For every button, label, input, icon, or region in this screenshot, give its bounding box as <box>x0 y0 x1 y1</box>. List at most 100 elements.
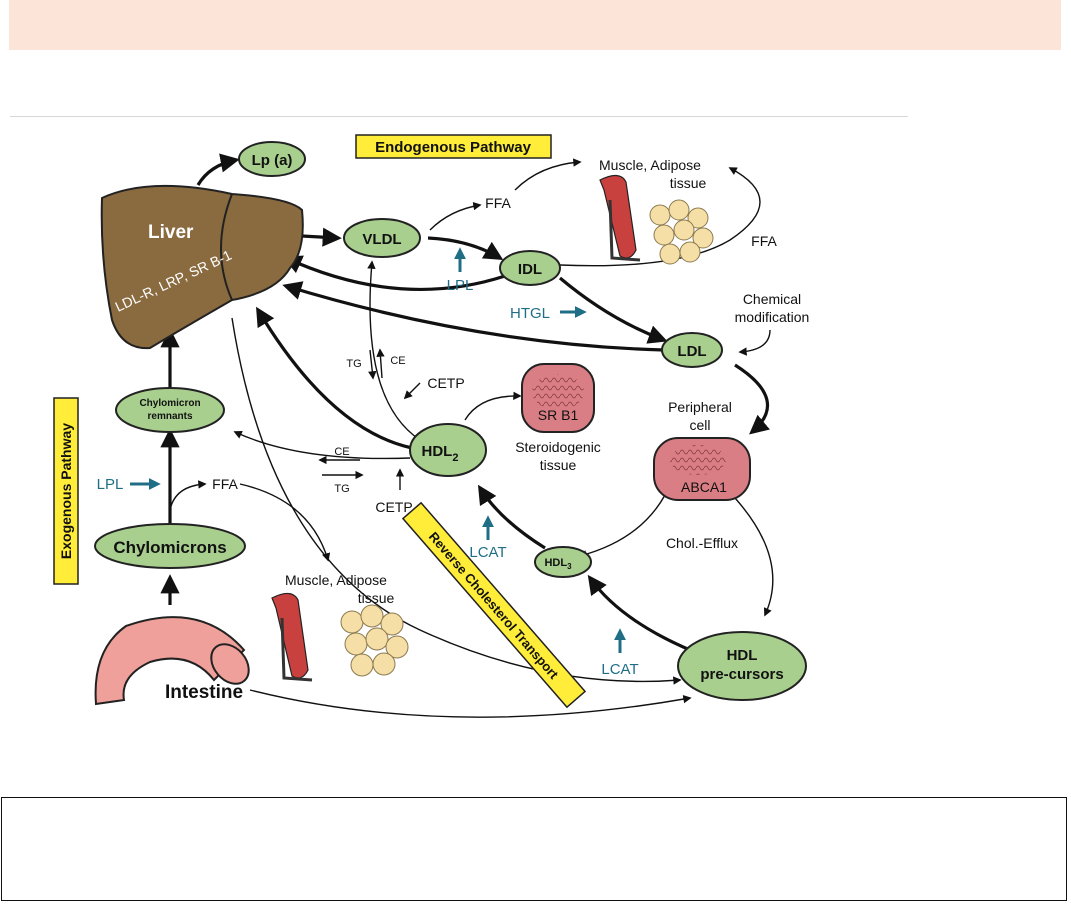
ce-upper-label: CE <box>390 355 405 367</box>
cetp-lower-label: CETP <box>375 499 412 515</box>
reverse-cholesterol-badge: Reverse Cholesterol Transport <box>401 501 587 709</box>
lpl-left-label: LPL <box>97 476 124 493</box>
muscle-adipose-bottom-line1: Muscle, Adipose <box>285 572 387 588</box>
arrow-cetp-upper <box>403 382 421 400</box>
lcat-lower-label: LCAT <box>601 661 638 678</box>
arrow-hdl2-to-sr-b1 <box>464 391 522 421</box>
intestine: Intestine <box>94 616 250 706</box>
lpl-top-label: LPL <box>447 277 474 294</box>
endogenous-pathway-label: Endogenous Pathway <box>375 139 532 156</box>
hdl2-label: HDL <box>422 443 453 460</box>
chylomicrons-label: Chylomicrons <box>113 538 226 557</box>
arrow-hdl2-vldl <box>367 260 421 441</box>
chylomicrons-node: Chylomicrons <box>94 523 246 569</box>
muscle-adipose-top-line1: Muscle, Adipose <box>599 157 701 173</box>
intestine-shape <box>94 616 246 706</box>
peripheral-cell-line1: Peripheral <box>668 399 732 415</box>
divider-line <box>10 116 908 117</box>
arrow-peripheral-to-hdl3 <box>578 494 666 559</box>
enzyme-arrows <box>130 247 626 653</box>
muscle-adipose-bottom-line2: tissue <box>358 590 395 606</box>
idl-label: IDL <box>518 261 542 278</box>
arrow-vldl-to-ffa <box>429 201 482 231</box>
sr-b1-cell: SR B1 Steroidogenic tissue <box>515 363 601 473</box>
hdl2-subscript: 2 <box>452 452 458 464</box>
hdl-precursors-line1: HDL <box>727 647 758 664</box>
exogenous-pathway-badge: Exogenous Pathway <box>53 397 79 585</box>
arrow-liver-to-lpa <box>196 153 240 186</box>
arrow-intestine-to-precursors <box>249 689 692 718</box>
ffa-bottom: FFA <box>212 476 238 492</box>
arrow-hdl2-to-liver <box>256 306 413 450</box>
arrow-ce-up <box>376 348 385 379</box>
arrow-chylo-to-ffa <box>169 480 207 511</box>
intestine-label: Intestine <box>165 682 243 703</box>
arrow-chemical-to-ldl <box>738 329 771 356</box>
text-labels: FFA FFA FFA LPL LPL HTGL Chemical modifi… <box>97 195 810 678</box>
chylomicron-remnants-line1: Chylomicron <box>139 398 200 409</box>
idl-node: IDL <box>499 250 561 286</box>
tg-lower-label: TG <box>334 483 349 495</box>
lpa-label: Lp (a) <box>252 152 293 169</box>
arrow-idl-ffa-muscle <box>559 167 761 267</box>
arrow-ldl-to-peripheral <box>734 363 770 435</box>
chemical-modification-line1: Chemical <box>743 291 801 307</box>
muscle-adipose-top-line2: tissue <box>670 175 707 191</box>
arrow-liver-to-precursors <box>231 317 682 685</box>
steroidogenic-line2: tissue <box>540 457 577 473</box>
chol-efflux-label: Chol.-Efflux <box>666 535 738 551</box>
adipose-icon-top <box>649 199 714 265</box>
hdl2-node: HDL2 <box>409 423 487 477</box>
svg-text:HDL2: HDL2 <box>422 443 459 464</box>
sr-b1-label: SR B1 <box>538 407 579 423</box>
ffa-top-left: FFA <box>485 195 511 211</box>
top-banner <box>9 0 1061 50</box>
arrow-tg-down <box>368 349 377 380</box>
arrow-hdl2-to-remnants <box>233 430 411 460</box>
muscle-adipose-bottom: Muscle, Adipose tissue <box>271 572 409 682</box>
adipose-icon-bottom <box>340 604 409 677</box>
hdl3-node: HDL3 <box>534 546 592 578</box>
cetp-upper-label: CETP <box>427 375 464 391</box>
lcat-upper-label: LCAT <box>469 544 506 561</box>
arrow-idl-to-liver <box>282 255 506 292</box>
peripheral-cell-line2: cell <box>689 417 710 433</box>
arrow-liver-to-vldl <box>301 227 342 247</box>
hdl-precursors-node: HDL pre-cursors <box>677 631 807 701</box>
vldl-label: VLDL <box>362 231 401 248</box>
arrow-ffa-to-muscle-top <box>514 158 582 191</box>
thin-arrows <box>169 158 774 718</box>
chylomicron-remnants-node: Chylomicron remnants <box>115 387 225 433</box>
htgl-label: HTGL <box>510 305 550 322</box>
arrow-hdl3-to-hdl2 <box>477 484 546 550</box>
abca1-label: ABCA1 <box>681 479 727 495</box>
hdl3-label: HDL <box>544 557 567 569</box>
arrow-precursor-to-hdl3 <box>587 574 691 652</box>
arrow-idl-to-ldl <box>558 276 668 344</box>
bone-icon-bottom <box>280 617 313 682</box>
empty-text-box <box>1 797 1067 901</box>
muscle-adipose-top: Muscle, Adipose tissue <box>599 157 714 265</box>
chemical-modification-line2: modification <box>735 309 810 325</box>
muscle-icon-top <box>599 174 637 259</box>
chylomicron-remnants-line2: remnants <box>147 411 192 422</box>
ce-lower-label: CE <box>334 446 349 458</box>
svg-text:HDL3: HDL3 <box>544 557 572 571</box>
thick-arrows <box>160 153 770 652</box>
ffa-top-right: FFA <box>751 233 777 249</box>
arrow-ldl-to-liver <box>282 281 665 352</box>
ldl-label: LDL <box>677 343 706 360</box>
arrow-peripheral-to-precursors <box>734 497 774 617</box>
endogenous-pathway-badge: Endogenous Pathway <box>355 134 552 159</box>
vldl-node: VLDL <box>343 218 421 258</box>
liver-label: Liver <box>148 222 194 243</box>
steroidogenic-line1: Steroidogenic <box>515 439 601 455</box>
arrow-ffa-to-muscle-bottom <box>239 483 331 562</box>
peripheral-cell: Peripheral cell ABCA1 <box>653 399 751 501</box>
hdl3-subscript: 3 <box>567 562 572 571</box>
hdl-precursors-line2: pre-cursors <box>700 666 783 683</box>
bone-icon-top <box>608 199 641 262</box>
lpa-node: Lp (a) <box>238 141 306 177</box>
liver: Liver LDL-R, LRP, SR B-1 <box>100 184 304 350</box>
